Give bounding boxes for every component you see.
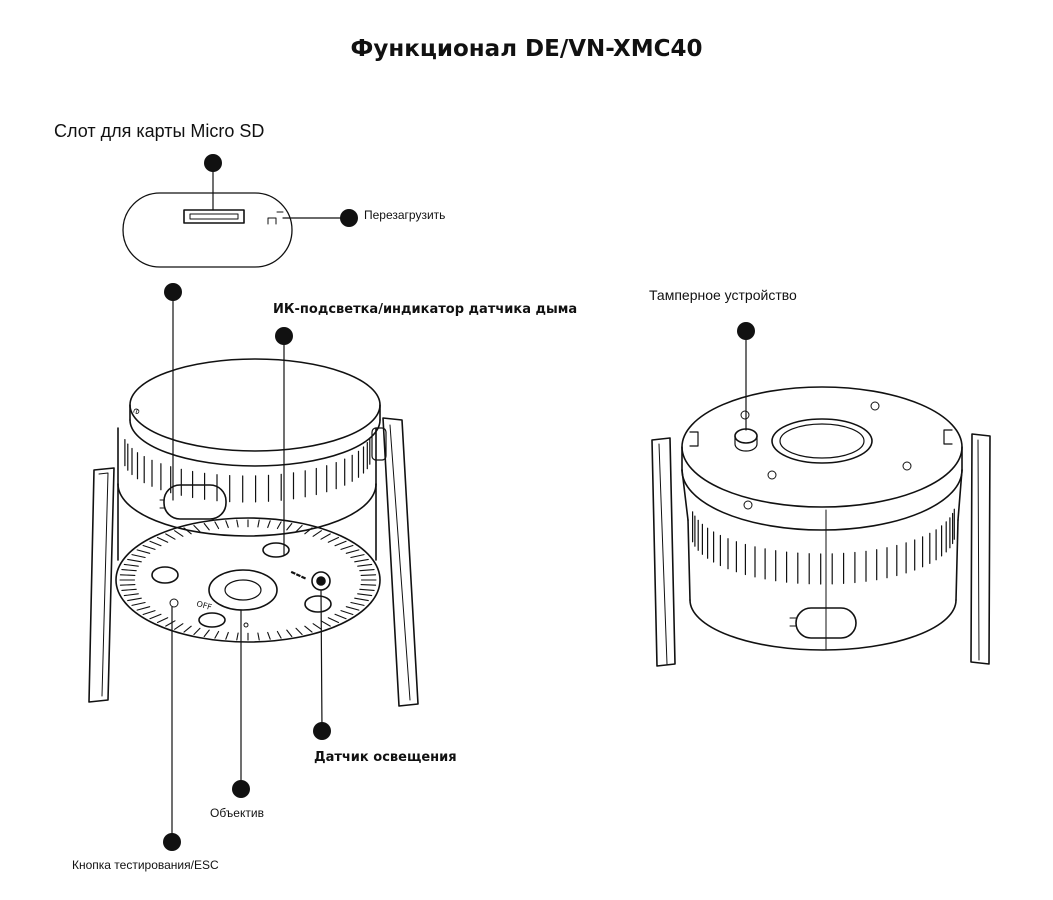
callout-dot-hinge — [164, 283, 182, 301]
lens-ring — [208, 569, 278, 611]
leader-lines — [171, 162, 747, 841]
right-hinge-box — [795, 607, 857, 639]
left-antenna — [88, 467, 115, 703]
svg-text:OFF: OFF — [195, 599, 213, 612]
right-device-left-antenna — [651, 437, 676, 667]
label-lens: Объектив — [210, 806, 264, 820]
svg-text:ə: ə — [130, 406, 142, 416]
callout-dot-test-button — [163, 833, 181, 851]
label-ir-bold: ИК-подсветка — [273, 302, 379, 317]
sd-panel — [122, 192, 293, 268]
label-sd-slot: Слот для карты Micro SD — [54, 121, 265, 141]
callout-dot-sd — [204, 154, 222, 172]
sd-slot-inner — [189, 213, 239, 220]
hinge-box — [163, 484, 227, 520]
page-title: Функционал DE/VN-XMC40 — [350, 36, 703, 62]
center-hole — [771, 418, 873, 464]
bottom-face — [115, 517, 381, 643]
right-antenna — [382, 417, 419, 707]
label-test-button: Кнопка тестирования/ESC — [72, 858, 219, 872]
label-tamper: Тамперное устройство — [649, 287, 797, 303]
tamper-button-shape — [734, 428, 758, 444]
label-light-sensor: Датчик освещения — [314, 750, 457, 765]
callout-dot-lens — [232, 780, 250, 798]
callout-dot-reset — [340, 209, 358, 227]
label-ir-rest: /индикатор датчика дыма — [378, 302, 578, 317]
callout-dot-light-sensor — [313, 722, 331, 740]
left-device: ə — [88, 358, 419, 707]
label-ir: ИК-подсветка/индикатор датчика дыма — [273, 302, 577, 317]
label-reset: Перезагрузить — [364, 208, 446, 222]
sd-slot-shape — [183, 209, 245, 224]
callout-dot-tamper — [737, 322, 755, 340]
callout-dot-ir — [275, 327, 293, 345]
right-device-right-antenna — [970, 433, 991, 665]
right-device — [651, 386, 991, 667]
callout-dots — [163, 154, 755, 851]
svg-text:▬▬▬: ▬▬▬ — [289, 568, 308, 582]
